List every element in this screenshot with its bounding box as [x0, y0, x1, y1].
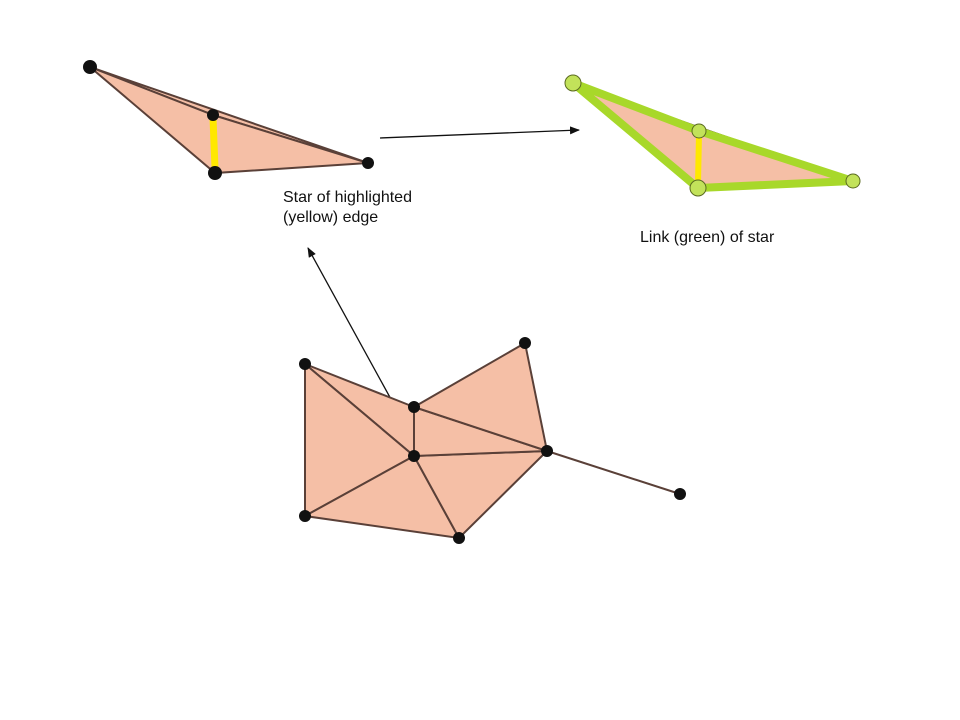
star-caption: Star of highlighted (yellow) edge [283, 188, 412, 228]
complex-vertex [408, 450, 420, 462]
complex-vertex [408, 401, 420, 413]
link-vertex-right [845, 173, 861, 189]
link-vertex-left [564, 74, 582, 92]
star-vertex-top [207, 109, 219, 121]
complex-vertex [519, 337, 531, 349]
link-subcomplex [564, 74, 861, 197]
complex-vertex [299, 510, 311, 522]
link-caption: Link (green) of star [640, 229, 775, 246]
link-vertex-top [691, 123, 707, 139]
star-vertex-left [83, 60, 97, 74]
star-vertex-bottom [208, 166, 222, 180]
star-face-lower [89, 66, 217, 176]
star-face-right [211, 113, 369, 175]
star-caption-line1: Star of highlighted [283, 189, 412, 206]
star-vertex-right [362, 157, 374, 169]
complex-vertex [299, 358, 311, 370]
link-inner-edge [695, 133, 702, 184]
complex-vertex [541, 445, 553, 457]
complex-dangling-edge [546, 450, 681, 495]
star-subcomplex [83, 60, 374, 180]
complex-face-6 [411, 341, 549, 453]
link-vertex-bottom [689, 179, 707, 197]
complex-vertex [674, 488, 686, 500]
complex-vertex [453, 532, 465, 544]
simplicial-complex [299, 337, 686, 544]
arrow-star-to-link [379, 126, 580, 139]
highlighted-edge [209, 117, 219, 169]
star-caption-line2: (yellow) edge [283, 209, 379, 226]
